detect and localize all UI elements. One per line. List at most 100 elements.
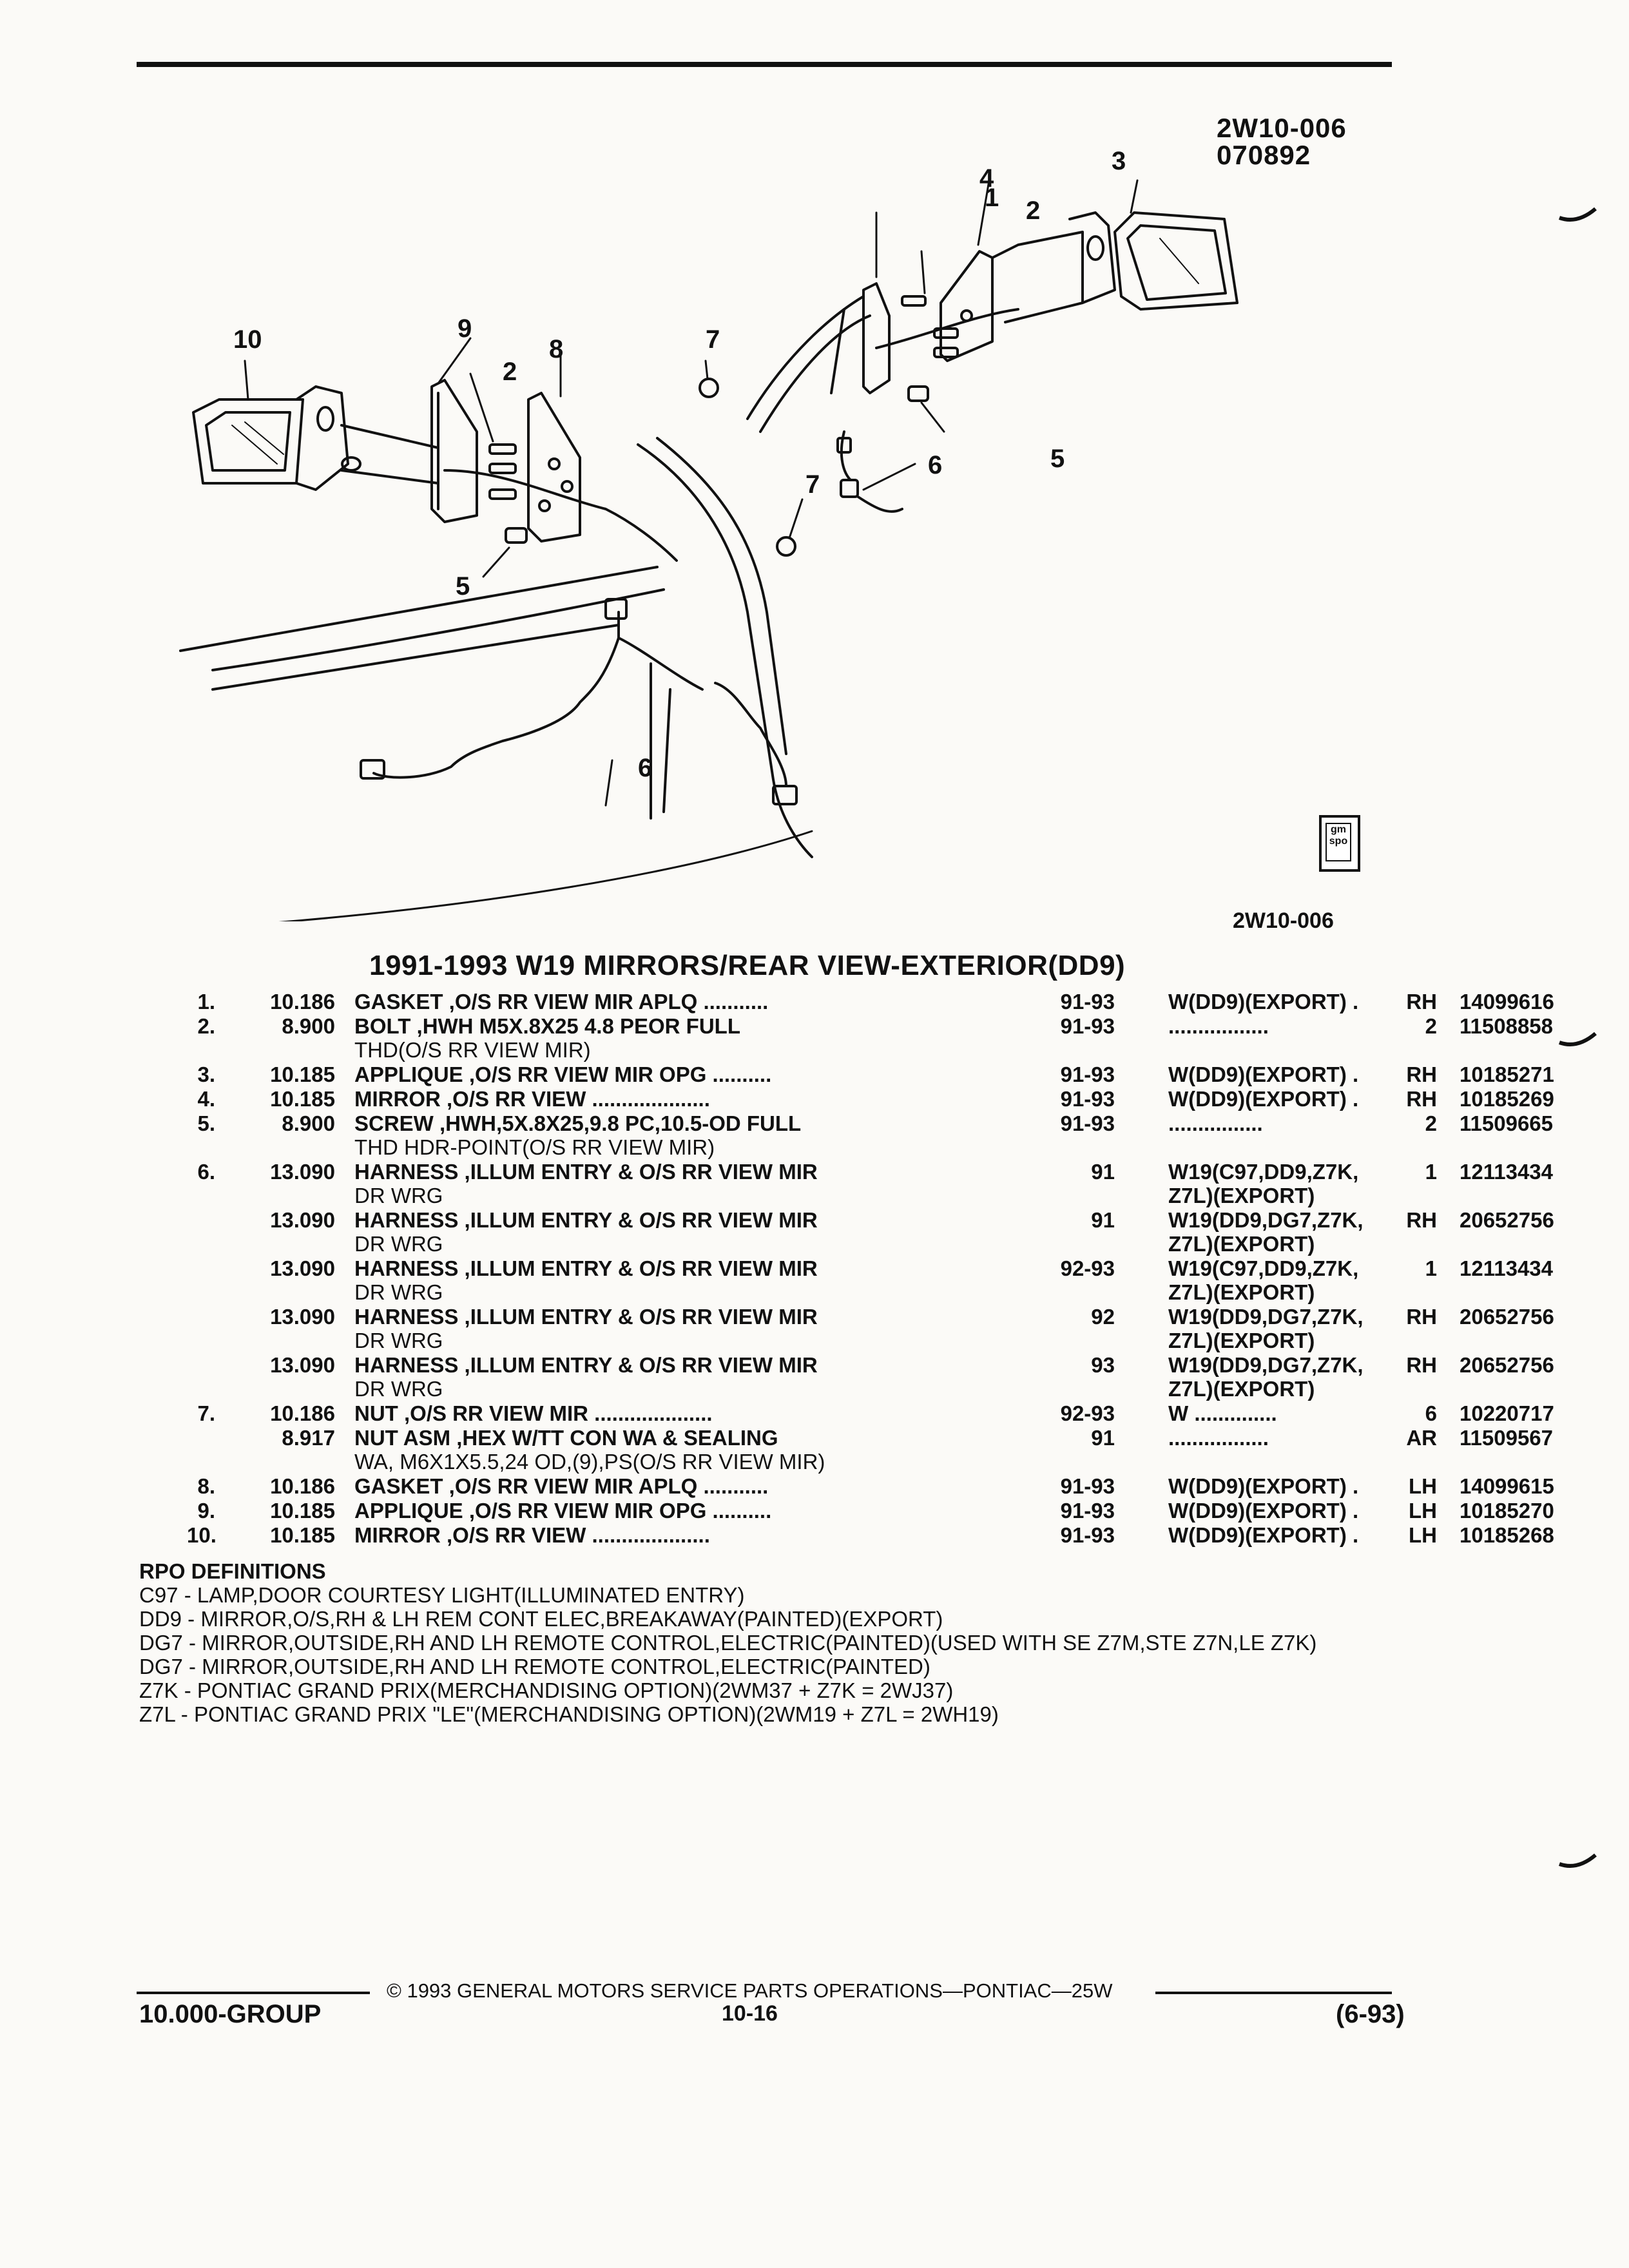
part-description-line2: THD(O/S RR VIEW MIR) [354, 1038, 591, 1062]
application-line2: Z7L)(EXPORT) [1168, 1232, 1315, 1256]
application-line1: W19(DD9,DG7,Z7K, [1168, 1353, 1364, 1377]
part-number: 10185271 [1460, 1062, 1554, 1086]
part-description: APPLIQUE ,O/S RR VIEW MIR OPG .......... [354, 1062, 1057, 1086]
group-number: 13.090 [270, 1353, 335, 1377]
part-number: 10220717 [1460, 1401, 1554, 1425]
application: W19(C97,DD9,Z7K,Z7L)(EXPORT) [1168, 1256, 1400, 1304]
model-years: 91-93 [1060, 1062, 1115, 1086]
model-years: 92 [1091, 1305, 1115, 1329]
door-outline [179, 437, 813, 929]
application: W(DD9)(EXPORT) . [1168, 1062, 1400, 1086]
group-number: 13.090 [270, 1305, 335, 1329]
part-number-index: 6. [197, 1160, 215, 1184]
part-number: 11509665 [1460, 1111, 1554, 1135]
footer-page-number: 10-16 [722, 2001, 778, 2026]
left-mirror-housing [295, 385, 439, 491]
right-screw-5 [907, 385, 945, 433]
application: W19(DD9,DG7,Z7K,Z7L)(EXPORT) [1168, 1305, 1400, 1352]
model-years: 91-93 [1060, 1499, 1115, 1523]
part-description-line1: SCREW ,HWH,5X.8X25,9.8 PC,10.5-OD FULL [354, 1111, 802, 1135]
leader-9 [437, 337, 472, 385]
binder-mark-icon [1558, 207, 1597, 222]
part-description: MIRROR ,O/S RR VIEW .................... [354, 1523, 1057, 1547]
part-description-line2: WA, M6X1X5.5,24 OD,(9),PS(O/S RR VIEW MI… [354, 1450, 825, 1474]
exploded-diagram [168, 122, 1392, 929]
application: W(DD9)(EXPORT) . [1168, 1474, 1400, 1498]
model-years: 93 [1091, 1353, 1115, 1377]
model-years: 91-93 [1060, 990, 1115, 1014]
figure-code: 2W10-006 070892 [1217, 115, 1347, 169]
rpo-item-c97: C97 - LAMP,DOOR COURTESY LIGHT(ILLUMINAT… [139, 1583, 745, 1607]
application: ................. [1168, 1426, 1400, 1450]
part-description-line1: BOLT ,HWH M5X.8X25 4.8 PEOR FULL [354, 1014, 740, 1038]
callout-5-left: 5 [456, 572, 470, 601]
group-number: 10.185 [270, 1499, 335, 1523]
application-line2: Z7L)(EXPORT) [1168, 1329, 1315, 1352]
application: W(DD9)(EXPORT) . [1168, 1087, 1400, 1111]
right-bolts-2 [901, 250, 959, 358]
quantity: LH [1409, 1474, 1437, 1498]
part-description-line1: NUT ,O/S RR VIEW MIR ...................… [354, 1401, 713, 1425]
part-description-line2: DR WRG [354, 1329, 443, 1352]
application-line1: W(DD9)(EXPORT) . [1168, 1523, 1359, 1547]
part-number-index: 1. [197, 990, 215, 1014]
part-number: 14099616 [1460, 990, 1554, 1014]
group-number: 10.185 [270, 1062, 335, 1086]
application-line2: Z7L)(EXPORT) [1168, 1377, 1315, 1401]
leader-4 [1130, 179, 1139, 214]
quantity: RH [1406, 1062, 1437, 1086]
part-description-line1: HARNESS ,ILLUM ENTRY & O/S RR VIEW MIR [354, 1256, 818, 1280]
model-years: 91-93 [1060, 1087, 1115, 1111]
part-description: MIRROR ,O/S RR VIEW .................... [354, 1087, 1057, 1111]
figure-code-line1: 2W10-006 [1217, 113, 1347, 143]
application: W .............. [1168, 1401, 1400, 1425]
rpo-item-dd9: DD9 - MIRROR,O/S,RH & LH REM CONT ELEC,B… [139, 1607, 943, 1631]
callout-4: 4 [979, 164, 994, 193]
application-line1: ................. [1168, 1426, 1269, 1450]
quantity: 1 [1425, 1256, 1437, 1280]
figure-reference: 2W10-006 [1233, 908, 1334, 933]
group-number: 8.900 [282, 1014, 335, 1038]
part-number: 10185268 [1460, 1523, 1554, 1547]
application-line1: W19(DD9,DG7,Z7K, [1168, 1208, 1364, 1232]
part-number: 14099615 [1460, 1474, 1554, 1498]
application-line1: W(DD9)(EXPORT) . [1168, 1062, 1359, 1086]
callout-7-top: 7 [706, 325, 720, 354]
callout-2-right: 2 [1026, 197, 1041, 225]
part-number: 10185269 [1460, 1087, 1554, 1111]
rpo-item-z7l: Z7L - PONTIAC GRAND PRIX "LE"(MERCHANDIS… [139, 1702, 999, 1726]
quantity: 6 [1425, 1401, 1437, 1425]
callout-7-bottom: 7 [805, 470, 820, 499]
model-years: 92-93 [1060, 1256, 1115, 1280]
footer-rule-left [137, 1992, 370, 1994]
left-mirror-glass [192, 398, 304, 485]
top-rule [137, 62, 1392, 67]
mirror-assembly-drawing [179, 179, 1239, 929]
connector-6 [836, 430, 916, 513]
section-title: 1991-1993 W19 MIRRORS/REAR VIEW-EXTERIOR… [369, 950, 1126, 981]
door-harness-6 [360, 598, 798, 807]
callout-6-right: 6 [928, 451, 943, 479]
footer-rule-right [1155, 1992, 1392, 1994]
part-number-index: 2. [197, 1014, 215, 1038]
gm-spo-logo-text: gm spo [1325, 823, 1351, 861]
quantity: LH [1409, 1523, 1437, 1547]
application: W(DD9)(EXPORT) . [1168, 990, 1400, 1014]
group-number: 10.185 [270, 1523, 335, 1547]
part-description: GASKET ,O/S RR VIEW MIR APLQ ........... [354, 990, 1057, 1014]
model-years: 91-93 [1060, 1523, 1115, 1547]
application: ................. [1168, 1014, 1400, 1038]
part-number-index: 4. [197, 1087, 215, 1111]
rpo-definitions: RPO DEFINITIONS C97 - LAMP,DOOR COURTESY… [139, 1559, 1396, 1726]
left-harness-lead [443, 469, 678, 562]
part-number: 20652756 [1460, 1353, 1554, 1377]
application: ................ [1168, 1111, 1400, 1135]
binder-mark-icon [1558, 1032, 1597, 1046]
application-line1: W19(C97,DD9,Z7K, [1168, 1160, 1359, 1184]
quantity: 2 [1425, 1014, 1437, 1038]
application-line1: W(DD9)(EXPORT) . [1168, 1474, 1359, 1498]
